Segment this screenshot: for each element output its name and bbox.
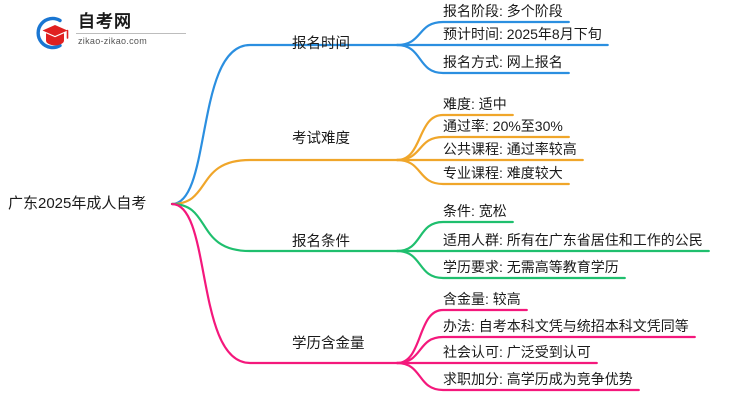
mindmap-branch-label-1[interactable]: 报名时间 [292,36,350,52]
connector-line [170,43,399,206]
mindmap-branch-label-3[interactable]: 报名条件 [292,234,350,250]
logo-mark-icon [36,16,69,50]
logo-name: 自考网 [78,12,132,31]
mindmap-leaf-label[interactable]: 条件: 宽松 [443,203,507,219]
logo-url: zikao-zikao.com [78,36,148,46]
mindmap-leaf-label[interactable]: 办法: 自考本科文凭与统招本科文凭同等 [443,318,689,334]
mindmap-leaf-label[interactable]: 学历要求: 无需高等教育学历 [443,259,619,275]
connector-line [395,249,626,280]
mindmap-branch-label-4[interactable]: 学历含金量 [292,336,365,352]
mindmap-leaf-label[interactable]: 通过率: 20%至30% [443,118,563,134]
mindmap-leaf-label[interactable]: 报名方式: 网上报名 [443,54,563,70]
mindmap-leaf-label[interactable]: 求职加分: 高学历成为竞争优势 [443,371,633,387]
site-logo[interactable]: 自考网 zikao-zikao.com [30,12,190,54]
mindmap-leaf-label[interactable]: 难度: 适中 [443,96,507,112]
connector-line [170,158,399,206]
mindmap-leaf-label[interactable]: 适用人群: 所有在广东省居住和工作的公民 [443,232,703,248]
connector-line [395,158,570,186]
mindmap-leaf-label[interactable]: 社会认可: 广泛受到认可 [443,344,591,360]
mindmap-root-label[interactable]: 广东2025年成人自考 [8,195,147,212]
connector-line [395,361,640,392]
mindmap-leaf-label[interactable]: 预计时间: 2025年8月下旬 [443,26,602,42]
logo-wordmark: 自考网 zikao-zikao.com [76,12,188,47]
mindmap-leaf-label[interactable]: 专业课程: 难度较大 [443,165,563,181]
mindmap-leaf-label[interactable]: 含金量: 较高 [443,291,521,307]
connector-line [170,202,399,365]
mindmap-leaf-label[interactable]: 报名阶段: 多个阶段 [443,3,563,19]
connector-line [395,220,514,253]
mindmap-leaf-label[interactable]: 公共课程: 通过率较高 [443,141,577,157]
mindmap-branch-label-2[interactable]: 考试难度 [292,131,350,147]
logo-divider [76,33,186,34]
connector-line [395,308,528,365]
connector-line [170,202,399,253]
connector-line [395,43,570,75]
